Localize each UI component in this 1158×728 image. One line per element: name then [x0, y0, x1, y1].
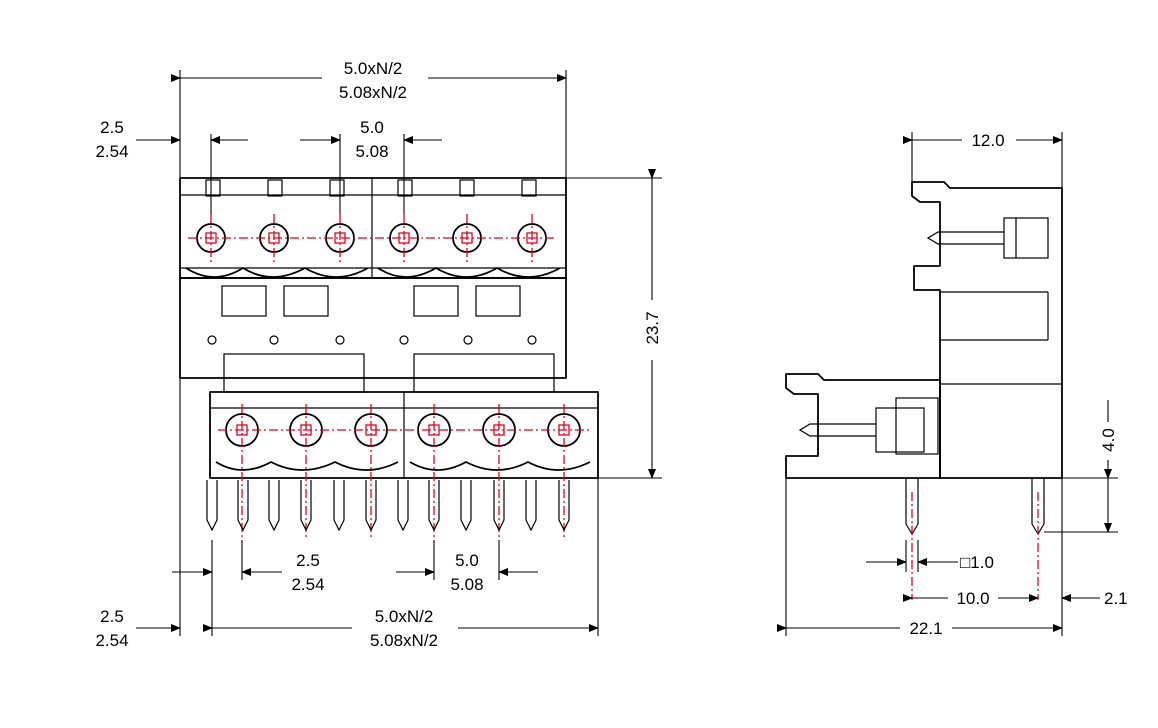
front-left-offset-top-label: 2.5 [100, 118, 124, 137]
side-top-width-label: 12.0 [971, 131, 1004, 150]
front-bottom-width-label: 5.0xN/2 [375, 607, 434, 626]
side-pin-length-label: 4.0 [1099, 428, 1118, 452]
front-pitch-top-label-alt: 5.08 [355, 142, 388, 161]
front-left-offset-bottom-label-alt: 2.54 [95, 631, 128, 650]
front-top-width-label: 5.0xN/2 [344, 59, 403, 78]
front-pin-offset-label-alt: 2.54 [291, 575, 324, 594]
side-pin-edge-offset-label: 2.1 [1104, 589, 1128, 608]
side-pin-spacing-label: 10.0 [956, 589, 989, 608]
front-top-width-label-alt: 5.08xN/2 [339, 83, 407, 102]
side-pin-size-label: □1.0 [960, 553, 994, 572]
front-left-offset-bottom-label: 2.5 [100, 607, 124, 626]
front-pitch-bottom-label-alt: 5.08 [450, 575, 483, 594]
front-pin-offset-label: 2.5 [296, 551, 320, 570]
side-total-depth-label: 22.1 [909, 619, 942, 638]
side-view: 12.0 4.0 □1.0 10.0 2.1 22.1 [777, 128, 1128, 640]
front-pitch-top-label: 5.0 [360, 118, 384, 137]
front-pitch-bottom-label: 5.0 [455, 551, 479, 570]
front-height-label: 23.7 [643, 311, 662, 344]
front-bottom-width-label-alt: 5.08xN/2 [370, 631, 438, 650]
front-left-offset-top-label-alt: 2.54 [95, 142, 128, 161]
front-view: 5.0xN/2 5.08xN/2 2.5 2.54 5.0 5.08 23.7 … [95, 56, 664, 656]
